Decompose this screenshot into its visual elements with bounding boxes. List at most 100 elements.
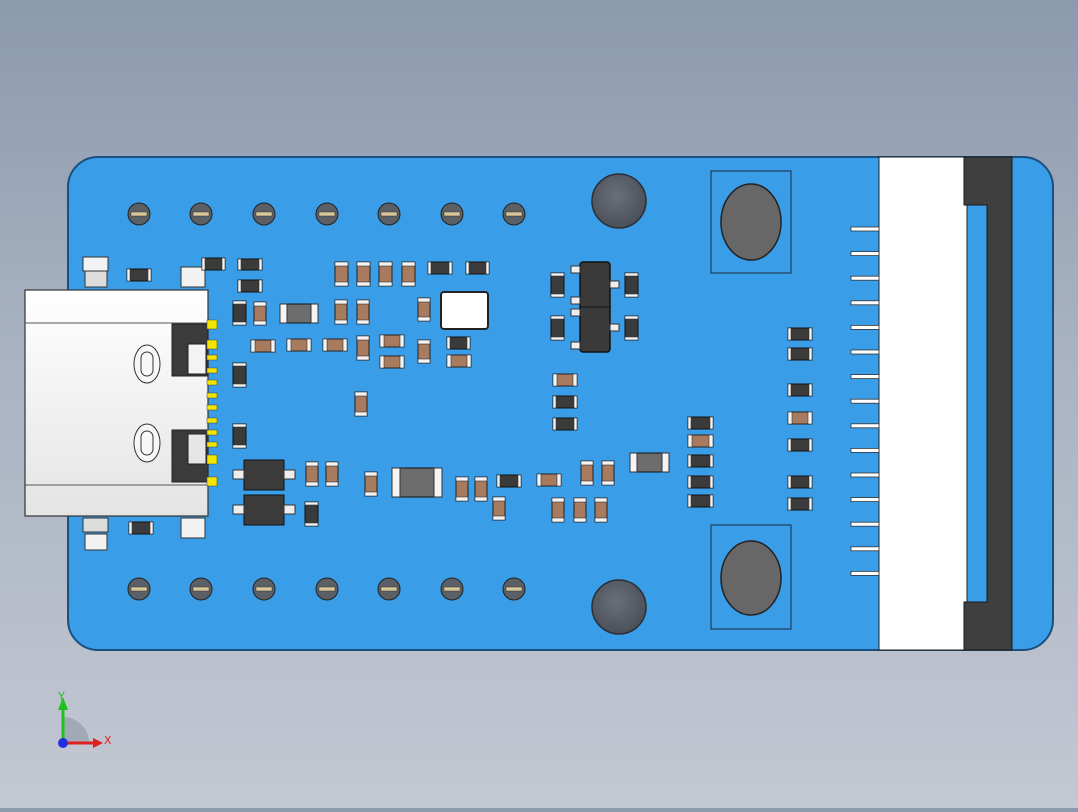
- smd-capacitor[interactable]: [232, 362, 247, 388]
- usb-shield-tabs: [82, 256, 206, 551]
- fpc-pins: [850, 226, 880, 576]
- smd-resistor[interactable]: [379, 355, 405, 369]
- smd-resistor[interactable]: [286, 338, 312, 352]
- smd-capacitor[interactable]: [496, 474, 522, 488]
- smd-resistor[interactable]: [401, 261, 416, 287]
- smd-resistor[interactable]: [601, 460, 615, 486]
- usb-c-connector[interactable]: [24, 289, 218, 517]
- smd-capacitor[interactable]: [304, 501, 319, 527]
- usb-pad: [206, 319, 218, 330]
- oval-pad-top: [710, 170, 792, 274]
- smd-capacitor[interactable]: [787, 438, 813, 452]
- smd-resistor[interactable]: [552, 373, 578, 387]
- diode-2[interactable]: [232, 494, 296, 526]
- smd-resistor[interactable]: [250, 339, 276, 353]
- smd-resistor[interactable]: [354, 391, 368, 417]
- smd-resistor[interactable]: [334, 299, 348, 325]
- smd-capacitor[interactable]: [687, 416, 714, 430]
- usb-pad: [206, 476, 218, 487]
- inductor-1[interactable]: [391, 467, 443, 498]
- smd-capacitor[interactable]: [624, 315, 639, 341]
- smd-resistor[interactable]: [356, 335, 370, 361]
- smd-capacitor[interactable]: [237, 258, 263, 271]
- smd-capacitor[interactable]: [128, 521, 154, 535]
- fpc-pin: [850, 497, 880, 503]
- usb-pad: [206, 392, 218, 399]
- usb-pad: [206, 454, 218, 465]
- smd-capacitor[interactable]: [624, 272, 639, 298]
- smd-capacitor[interactable]: [465, 261, 490, 275]
- smd-resistor[interactable]: [356, 261, 371, 287]
- smd-resistor[interactable]: [474, 476, 488, 502]
- usb-pad: [206, 404, 218, 411]
- smd-resistor[interactable]: [417, 297, 431, 322]
- header-hole: [315, 577, 339, 601]
- smd-resistor[interactable]: [325, 461, 339, 487]
- smd-capacitor[interactable]: [687, 494, 714, 508]
- smd-capacitor[interactable]: [550, 272, 565, 298]
- smd-resistor[interactable]: [787, 411, 813, 425]
- smd-resistor[interactable]: [455, 476, 469, 502]
- fpc-pin: [850, 300, 880, 306]
- smd-capacitor[interactable]: [232, 300, 247, 326]
- smd-resistor[interactable]: [573, 497, 587, 523]
- coordinate-triad: X Y: [57, 690, 112, 748]
- smd-capacitor[interactable]: [787, 383, 813, 397]
- header-hole: [127, 577, 151, 601]
- mounting-hole-top: [591, 173, 647, 229]
- smd-resistor[interactable]: [417, 339, 431, 364]
- fpc-pin: [850, 374, 880, 380]
- header-hole: [502, 577, 526, 601]
- smd-capacitor[interactable]: [687, 454, 714, 468]
- smd-capacitor[interactable]: [232, 423, 247, 449]
- fpc-connector[interactable]: [850, 156, 1013, 651]
- smd-capacitor[interactable]: [427, 261, 453, 275]
- smd-resistor[interactable]: [580, 460, 594, 486]
- smd-resistor[interactable]: [594, 497, 608, 523]
- smd-capacitor[interactable]: [787, 347, 813, 361]
- usb-pad: [206, 379, 218, 386]
- smd-resistor[interactable]: [253, 301, 267, 326]
- inductor-3[interactable]: [279, 303, 319, 324]
- header-holes-bottom: [127, 577, 526, 601]
- smd-capacitor[interactable]: [550, 315, 565, 341]
- fpc-pin: [850, 571, 880, 576]
- header-hole: [440, 577, 464, 601]
- smd-capacitor[interactable]: [237, 279, 263, 293]
- smd-capacitor[interactable]: [687, 475, 714, 489]
- sot-transistor[interactable]: [570, 261, 620, 353]
- smd-capacitor[interactable]: [446, 336, 471, 350]
- smd-resistor[interactable]: [536, 473, 562, 487]
- smd-capacitor[interactable]: [201, 257, 226, 271]
- smd-resistor[interactable]: [492, 496, 506, 521]
- fpc-pin: [850, 324, 880, 330]
- fpc-pin: [850, 398, 880, 404]
- smd-resistor[interactable]: [334, 261, 349, 287]
- smd-capacitor[interactable]: [787, 327, 813, 341]
- smd-resistor[interactable]: [551, 497, 565, 523]
- smd-resistor[interactable]: [379, 334, 405, 348]
- smd-resistor[interactable]: [305, 461, 319, 487]
- header-hole: [502, 202, 526, 226]
- crystal-component[interactable]: [440, 291, 489, 330]
- header-hole: [377, 577, 401, 601]
- header-hole: [252, 202, 276, 226]
- smd-capacitor[interactable]: [552, 417, 578, 431]
- smd-resistor[interactable]: [356, 299, 370, 325]
- diode-1[interactable]: [232, 459, 296, 491]
- smd-components[interactable]: [126, 257, 813, 535]
- smd-capacitor[interactable]: [787, 497, 813, 511]
- smd-resistor[interactable]: [322, 338, 348, 352]
- smd-resistor[interactable]: [687, 434, 714, 448]
- header-hole: [440, 202, 464, 226]
- fpc-pin: [850, 423, 880, 429]
- smd-resistor[interactable]: [364, 471, 378, 497]
- inductor-2[interactable]: [629, 452, 670, 473]
- smd-resistor[interactable]: [446, 354, 472, 368]
- smd-capacitor[interactable]: [126, 268, 152, 282]
- smd-capacitor[interactable]: [552, 395, 578, 409]
- smd-resistor[interactable]: [378, 261, 393, 287]
- smd-capacitor[interactable]: [787, 475, 813, 489]
